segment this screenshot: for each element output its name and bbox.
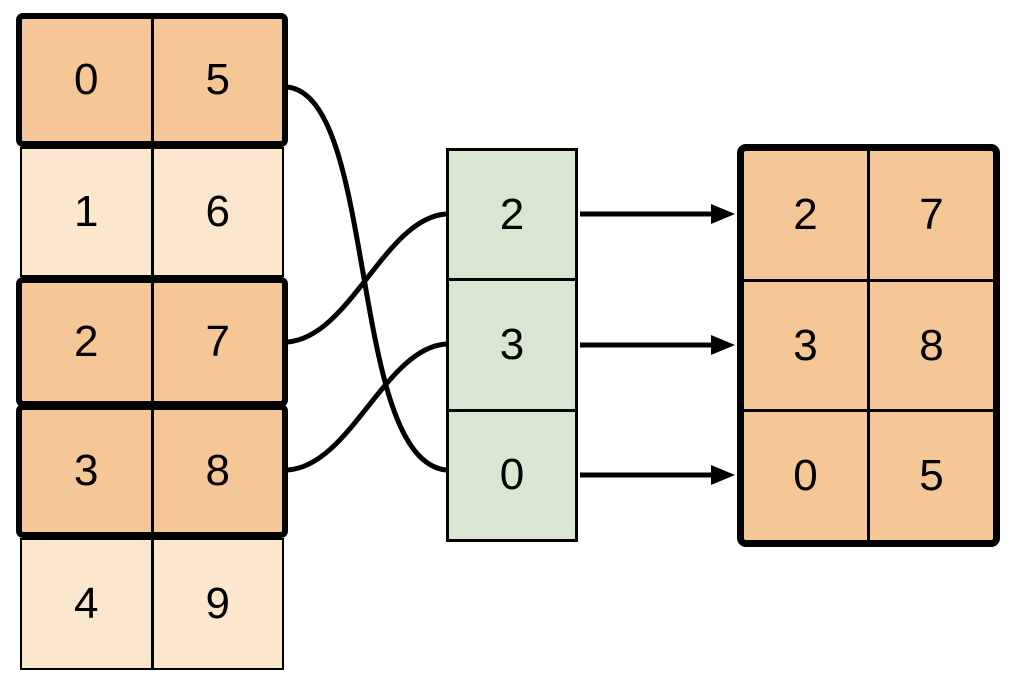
result-row-2: 0 5 xyxy=(744,412,993,541)
source-cell-r3c1: 8 xyxy=(205,446,230,495)
source-cell-r2c0: 2 xyxy=(22,283,154,401)
result-cell-r0c1: 7 xyxy=(919,189,944,239)
source-cell-r4c0: 4 xyxy=(22,540,154,668)
source-row-4: 4 9 xyxy=(20,538,284,670)
source-cell-r4c1: 9 xyxy=(205,579,230,628)
arrow-head-result-row0 xyxy=(711,204,735,224)
index-column: 2 3 0 xyxy=(446,148,578,542)
source-row-3: 3 8 xyxy=(16,404,288,538)
result-cell-r1c0: 3 xyxy=(744,281,870,410)
source-row-0: 0 5 xyxy=(16,13,288,147)
index-cell-2: 0 xyxy=(499,450,525,500)
connector-source-row2-to-index-2 xyxy=(286,211,447,345)
source-cell-r1c1: 6 xyxy=(205,187,230,236)
source-cell-r0c1: 5 xyxy=(205,55,230,104)
result-cell-r2c0: 0 xyxy=(744,412,870,541)
index-cell-0: 2 xyxy=(449,151,575,282)
result-cell-r1c1: 8 xyxy=(919,320,944,370)
source-cell-r2c1: 7 xyxy=(205,317,230,366)
result-cell-r0c0: 2 xyxy=(744,151,870,279)
connector-source-row3-to-index-3 xyxy=(286,341,447,473)
source-cell-r1c0: 1 xyxy=(22,149,154,275)
result-row-1: 3 8 xyxy=(744,281,993,413)
result-row-0: 2 7 xyxy=(744,151,993,282)
arrow-head-result-row2 xyxy=(711,465,735,485)
index-cell-1: 3 xyxy=(449,281,575,412)
arrow-head-result-row1 xyxy=(711,335,735,355)
result-table: 2 7 3 8 0 5 xyxy=(737,144,1000,547)
source-cell-r3c0: 3 xyxy=(22,410,154,532)
connector-source-row0-to-index-0 xyxy=(286,84,447,473)
result-cell-r2c1: 5 xyxy=(919,451,944,501)
source-row-2: 2 7 xyxy=(16,277,288,407)
source-cell-r0c0: 0 xyxy=(22,19,154,141)
source-row-1: 1 6 xyxy=(20,147,284,277)
